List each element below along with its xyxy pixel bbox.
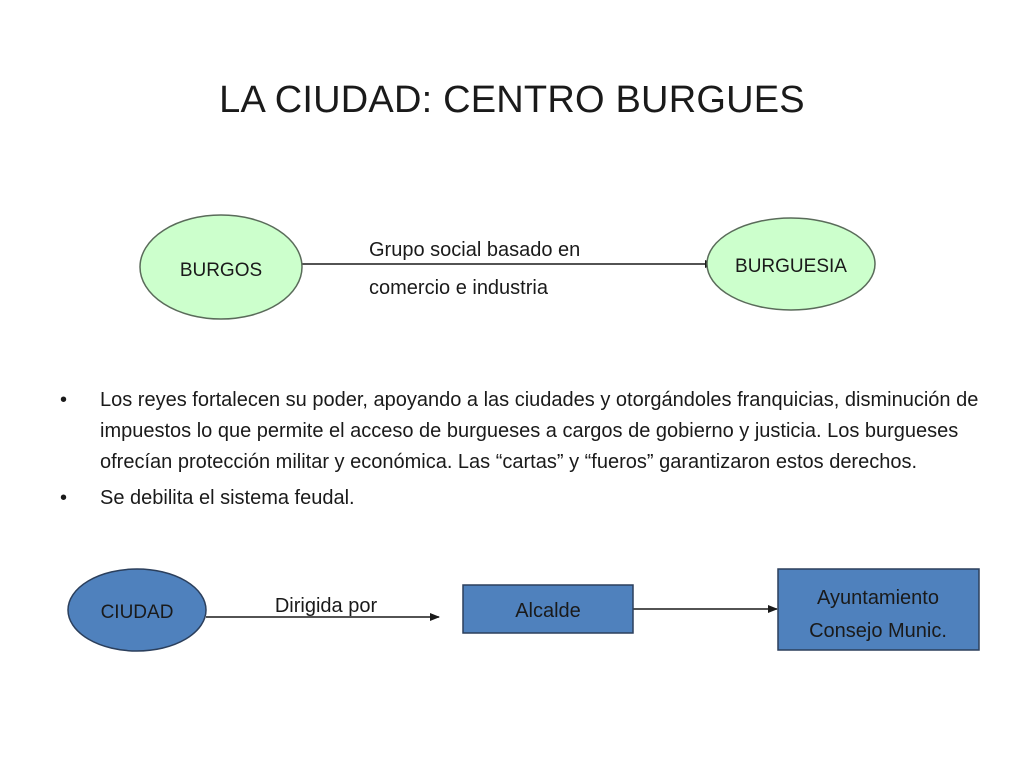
bullet-marker: •: [60, 389, 68, 411]
bottom-diagram: CIUDAD Dirigida por Alcalde Ayuntamiento…: [67, 568, 980, 652]
ayuntamiento-node-label-line2: Consejo Munic.: [809, 620, 947, 642]
burgos-node-label: BURGOS: [180, 260, 262, 281]
top-diagram: BURGOS BURGUESIA Grupo social basado en …: [139, 214, 876, 320]
ayuntamiento-node-label-line1: Ayuntamiento: [817, 587, 939, 609]
ayuntamiento-node: [777, 568, 980, 651]
edge-label-line1: Grupo social basado en: [369, 239, 580, 261]
slide-title: LA CIUDAD: CENTRO BURGUES: [219, 79, 805, 121]
burgos-node: [139, 214, 303, 320]
burguesia-node: [706, 217, 876, 311]
bullet-item: • Se debilita el sistema feudal.: [60, 483, 980, 514]
alcalde-node: [462, 584, 634, 634]
edge-label-line2: comercio e industria: [369, 277, 549, 299]
ciudad-node-label: CIUDAD: [101, 602, 174, 623]
bullet-marker: •: [60, 487, 68, 509]
dirigida-por-label: Dirigida por: [275, 595, 378, 617]
ciudad-node: [67, 568, 207, 652]
bullet-item: • Los reyes fortalecen su poder, apoyand…: [60, 385, 980, 478]
burguesia-node-label: BURGUESIA: [735, 256, 847, 277]
bullet-text: Se debilita el sistema feudal.: [100, 487, 355, 509]
bullet-list: • Los reyes fortalecen su poder, apoyand…: [60, 385, 980, 519]
alcalde-node-label: Alcalde: [515, 600, 581, 622]
bullet-text: Los reyes fortalecen su poder, apoyando …: [100, 389, 979, 473]
